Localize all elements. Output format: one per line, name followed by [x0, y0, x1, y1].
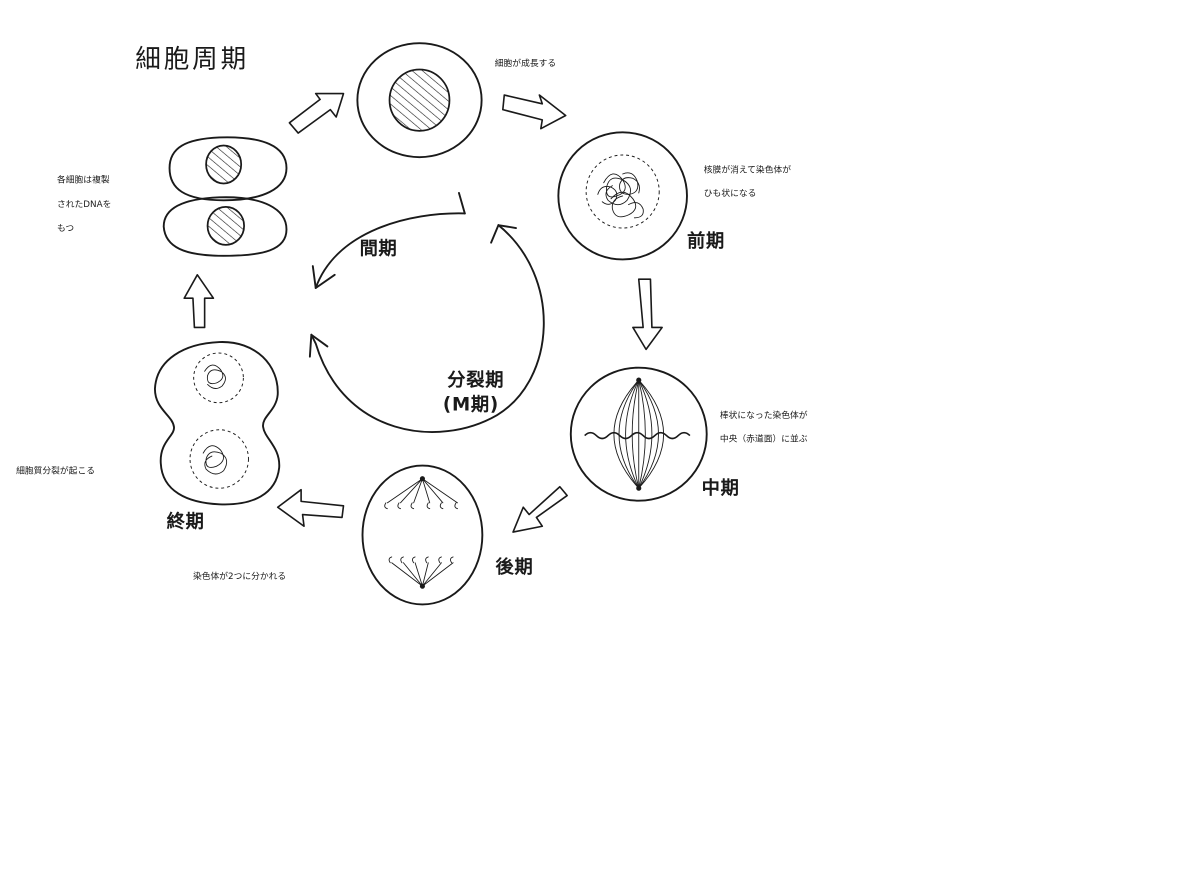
label-telophase: 終期 — [167, 511, 205, 533]
telophase-cell — [153, 341, 281, 506]
note-telophase: 細胞質分裂が起こる — [16, 465, 95, 477]
interphase-arc-arrowhead — [311, 265, 336, 289]
lower-nuclear-envelope — [189, 429, 249, 489]
note-metaphase-line2: 中央（赤道面）に並ぶ — [720, 432, 808, 444]
nucleus — [388, 68, 451, 132]
cell-membrane — [569, 366, 708, 502]
cell-cycle-diagram: 細胞周期 細胞が成長する 核膜が消えて染色体が ひも状になる 前期 — [16, 42, 808, 606]
upper-chromatin — [204, 364, 226, 389]
note-prophase-line2: ひも状になる — [704, 187, 757, 199]
mitosis-arc-start — [490, 224, 517, 244]
mitosis-arc — [310, 224, 545, 433]
arrow-telophase-to-daughter — [183, 274, 215, 329]
upper-chromosome-set — [384, 478, 458, 510]
label-mitosis-line1: 分裂期 — [447, 370, 504, 391]
tangled-chromatin — [597, 172, 644, 219]
lower-daughter-nucleus — [206, 205, 245, 246]
metaphase-plate-chromosomes — [584, 431, 691, 440]
cell-membrane — [356, 42, 483, 159]
note-daughter-line3: もつ — [57, 223, 74, 234]
upper-daughter-cell — [168, 136, 288, 202]
cell-membrane-pinching — [153, 341, 281, 506]
diagram-canvas: 細胞周期 細胞が成長する 核膜が消えて染色体が ひも状になる 前期 — [16, 42, 808, 606]
cell-membrane — [557, 131, 688, 261]
upper-nuclear-envelope — [193, 352, 244, 404]
interphase-arc — [314, 212, 466, 289]
label-interphase: 間期 — [360, 238, 398, 259]
dissolving-nuclear-envelope — [585, 154, 660, 229]
daughter-cells — [162, 136, 288, 257]
label-anaphase: 後期 — [496, 556, 534, 578]
label-mitosis-line2: (M期) — [443, 395, 499, 416]
arrow-daughter-to-interphase — [288, 92, 345, 134]
note-prophase-line1: 核膜が消えて染色体が — [704, 164, 791, 176]
cell-membrane — [361, 464, 484, 606]
diagram-title: 細胞周期 — [135, 44, 249, 74]
prophase-cell — [557, 131, 688, 261]
arrow-interphase-to-prophase — [502, 94, 567, 130]
arrow-metaphase-to-anaphase — [512, 485, 568, 533]
note-metaphase-line1: 棒状になった染色体が — [720, 409, 808, 421]
note-daughter-line2: されたDNAを — [57, 199, 111, 210]
metaphase-cell — [569, 366, 708, 502]
arrow-prophase-to-metaphase — [632, 278, 663, 351]
note-daughter-line1: 各細胞は複製 — [57, 174, 110, 186]
note-growth: 細胞が成長する — [495, 57, 556, 69]
lower-chromatin — [202, 445, 228, 475]
interphase-arc-tail — [458, 192, 466, 215]
interphase-cell — [356, 42, 483, 159]
anaphase-cell — [361, 464, 484, 606]
upper-daughter-nucleus — [205, 144, 243, 185]
lower-daughter-cell — [162, 196, 288, 257]
mitosis-arc-arrowhead — [308, 333, 329, 358]
label-prophase: 前期 — [687, 230, 725, 252]
arrow-anaphase-to-telophase — [276, 488, 345, 528]
lower-chromosome-set — [388, 556, 454, 587]
note-anaphase: 染色体が2つに分かれる — [193, 570, 286, 582]
label-metaphase: 中期 — [702, 477, 740, 499]
